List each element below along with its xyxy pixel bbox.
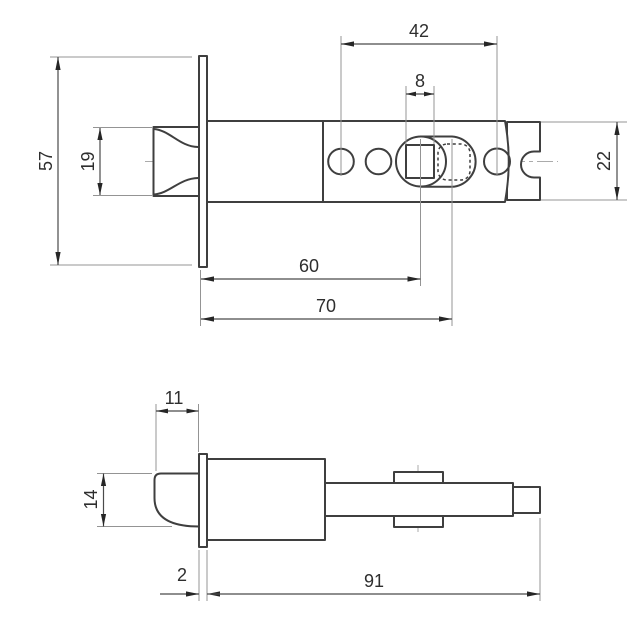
collar-tab-upper bbox=[393, 471, 444, 484]
dim-body-length: 91 bbox=[207, 571, 540, 597]
latch-body-side bbox=[206, 458, 326, 541]
drive-rod bbox=[324, 482, 514, 517]
cam-slot bbox=[420, 135, 477, 188]
dim-label-42: 42 bbox=[409, 21, 429, 41]
dim-label-22: 22 bbox=[594, 151, 614, 171]
side-view: 11 14 2 91 bbox=[81, 388, 541, 601]
dim-bolt-width: 19 bbox=[78, 128, 103, 195]
dim-label-19: 19 bbox=[78, 151, 98, 171]
dim-hole-spacing: 42 bbox=[341, 21, 497, 47]
mounting-hole-2 bbox=[364, 147, 393, 176]
bolt-bevel-lower bbox=[152, 177, 199, 196]
latch-housing bbox=[322, 120, 510, 203]
dim-tail-height: 22 bbox=[594, 122, 620, 200]
bolt-bevel-upper bbox=[152, 128, 199, 148]
dim-label-91: 91 bbox=[364, 571, 384, 591]
dim-label-8: 8 bbox=[415, 71, 425, 91]
dim-faceplate-height: 57 bbox=[36, 57, 61, 265]
dim-label-57: 57 bbox=[36, 151, 56, 171]
latch-tail-piece bbox=[506, 121, 541, 201]
spindle-hole-retracted-dashed bbox=[437, 143, 471, 181]
dim-backset-retracted: 70 bbox=[201, 296, 452, 322]
latch-bolt-side bbox=[153, 472, 200, 528]
top-view: 42 8 57 19 22 bbox=[36, 21, 627, 326]
dim-spindle-hole: 8 bbox=[406, 71, 434, 97]
dim-label-2: 2 bbox=[177, 565, 187, 585]
dim-label-11: 11 bbox=[165, 388, 184, 408]
rod-end-cap bbox=[512, 486, 541, 514]
faceplate-top-view bbox=[198, 55, 208, 268]
latch-tube-case bbox=[206, 120, 324, 203]
dim-bolt-projection: 11 bbox=[156, 388, 199, 414]
dim-backset-extended: 60 bbox=[201, 256, 421, 282]
dim-label-70: 70 bbox=[316, 296, 336, 316]
collar-tab-lower bbox=[393, 515, 444, 528]
dim-label-14: 14 bbox=[81, 489, 101, 509]
dim-faceplate-thickness: 2 bbox=[160, 565, 220, 597]
faceplate-side-view bbox=[198, 453, 208, 548]
dim-label-60: 60 bbox=[299, 256, 319, 276]
dim-bolt-thickness: 14 bbox=[81, 473, 107, 527]
